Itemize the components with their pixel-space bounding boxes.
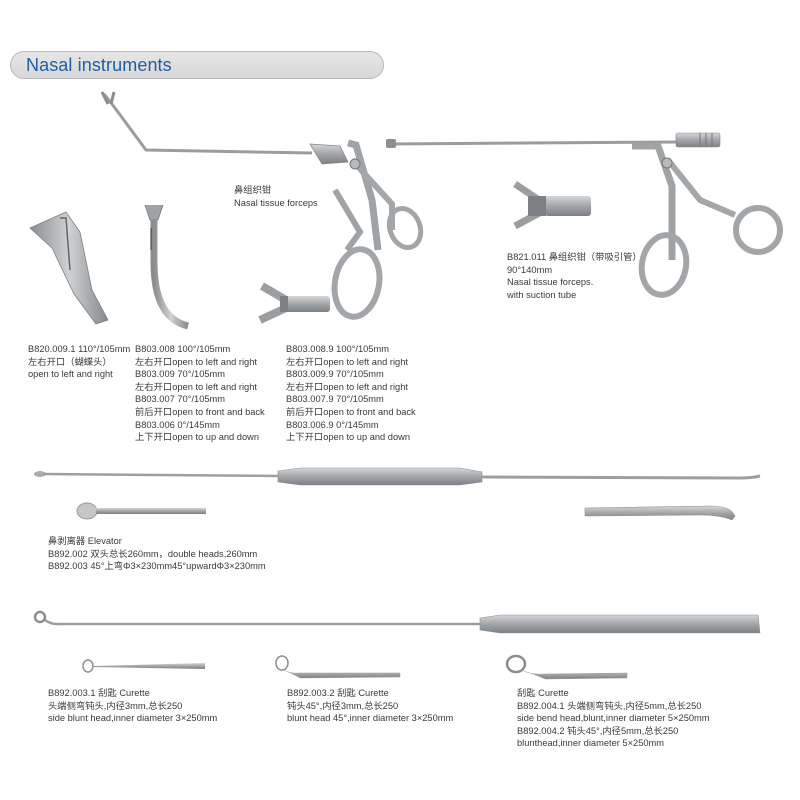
section-title: Nasal instruments [26,55,172,75]
suction-forceps-image [386,132,783,298]
suction-forceps-spec: B821.011 鼻组织钳（带吸引管） 90°140mm Nasal tissu… [507,252,642,300]
curette-image [33,610,761,680]
forceps-spec-list-2: B803.008.9 100°/105mm 左右开口open to left a… [286,344,416,443]
angled-forceps-tip-image [144,204,190,330]
elevator-image [34,467,761,521]
section-title-bar: Nasal instruments [10,51,384,79]
elevator-spec: 鼻剥离器 Elevator B892.002 双头总长260mm，double … [48,536,266,572]
jaw-closeup-image [258,282,330,324]
butterfly-forceps-spec: B820.009.1 110°/105mm 左右开口（蝴蝶头） open to … [28,344,131,380]
forceps-spec-list-1: B803.008 100°/105mm 左右开口open to left and… [135,344,265,443]
curette-spec-3: 刮匙 Curette B892.004.1 头端侧弯钝头,内径5mm,总长250… [517,688,710,749]
nasal-tissue-forceps-image [100,91,424,320]
forceps-label: 鼻组织钳 Nasal tissue forceps [234,185,318,208]
curette-spec-1: B892.003.1 刮匙 Curette 头端侧弯钝头,内径3mm,总长250… [48,688,218,724]
butterfly-tip-image [29,211,109,325]
curette-spec-2: B892.003.2 刮匙 Curette 钝头45°,内径3mm,总长250 … [287,688,454,724]
